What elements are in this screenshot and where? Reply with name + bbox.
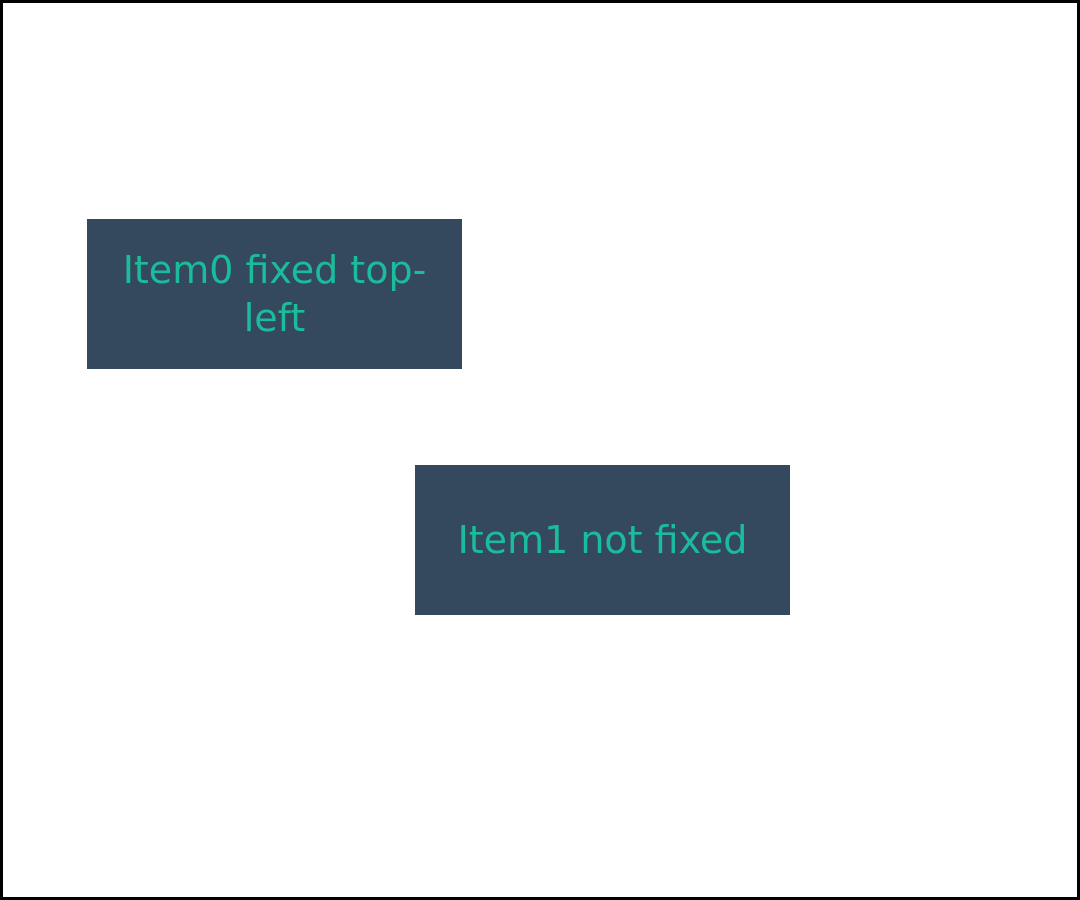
grid-item-1-label: Item1 not fixed [457, 518, 748, 562]
grid-item-0[interactable]: Item0 fixed top-left [87, 219, 462, 369]
grid-item-0-label: Item0 fixed top-left [122, 248, 427, 340]
grid-item-1[interactable]: Item1 not fixed [415, 465, 790, 615]
